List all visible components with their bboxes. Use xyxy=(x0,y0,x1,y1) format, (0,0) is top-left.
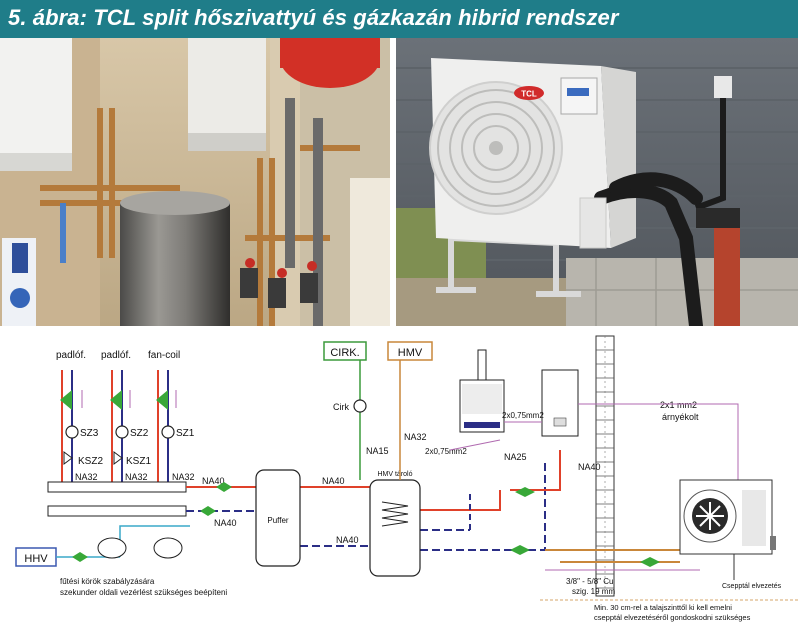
cirk-pump-label: Cirk xyxy=(333,402,349,412)
pipe-label-na40-3: NA40 xyxy=(322,476,345,486)
hmv-tank-label: HMV tároló xyxy=(377,471,412,478)
pipe-label-na40-4: NA40 xyxy=(336,535,359,545)
note-line-2: szekunder oldali vezérlést szükséges beé… xyxy=(60,588,227,597)
pipe-label-na32-top: NA32 xyxy=(404,432,427,442)
circuit-label-1: padlóf. xyxy=(56,350,86,361)
pipe-size-line-2: szig. 19 mm xyxy=(572,587,615,596)
wire-label-3-line2: árnyékolt xyxy=(662,412,699,422)
bottom-note-line-2: csepptál elvezetéséről gondoskodni szüks… xyxy=(594,613,751,622)
circuit-label-3: fan-coil xyxy=(148,350,180,361)
puffer-label: Puffer xyxy=(267,516,289,525)
pipe-label-na25: NA25 xyxy=(504,452,527,462)
wire-label-3-line1: 2x1 mm2 xyxy=(660,400,697,410)
pump-label-sz1: SZ1 xyxy=(176,428,195,439)
hydraulic-schematic: padlóf. padlóf. fan-coil xyxy=(0,330,798,631)
cirk-box-label: CIRK. xyxy=(330,347,359,359)
condensate-label: Csepptál elvezetés xyxy=(722,583,782,590)
mixer-label-ksz2: KSZ2 xyxy=(78,456,103,467)
hhv-box-label: HHV xyxy=(24,553,48,565)
pump-label-sz3: SZ3 xyxy=(80,428,99,439)
bottom-note-line-1: Min. 30 cm-rel a talajszinttől ki kell e… xyxy=(594,603,732,612)
pipe-label-na40-2: NA40 xyxy=(214,518,237,528)
pipe-label-na40-right: NA40 xyxy=(578,462,601,472)
wire-label-1: 2x0,75mm2 xyxy=(502,411,544,420)
manifold-label-1: NA32 xyxy=(75,472,98,482)
title-bar: 5. ábra: TCL split hőszivattyú és gázkaz… xyxy=(0,0,798,38)
manifold-label-3: NA32 xyxy=(172,472,195,482)
mixer-label-ksz1: KSZ1 xyxy=(126,456,151,467)
tcl-logo: TCL xyxy=(521,90,537,99)
pipe-label-na15: NA15 xyxy=(366,446,389,456)
manifold-label-2: NA32 xyxy=(125,472,148,482)
boiler-room-photo xyxy=(0,38,390,326)
pipe-label-na40-1: NA40 xyxy=(202,476,225,486)
pump-label-sz2: SZ2 xyxy=(130,428,149,439)
wire-label-2: 2x0,75mm2 xyxy=(425,447,467,456)
note-line-1: fűtési körök szabályzására xyxy=(60,577,155,586)
figure-title: 5. ábra: TCL split hőszivattyú és gázkaz… xyxy=(8,5,619,30)
circuit-label-2: padlóf. xyxy=(101,350,131,361)
pipe-size-line-1: 3/8" - 5/8" Cu xyxy=(566,577,613,586)
outdoor-unit-photo: TCL xyxy=(396,38,798,326)
building-wall xyxy=(595,335,615,597)
hmv-box-label: HMV xyxy=(398,347,423,359)
